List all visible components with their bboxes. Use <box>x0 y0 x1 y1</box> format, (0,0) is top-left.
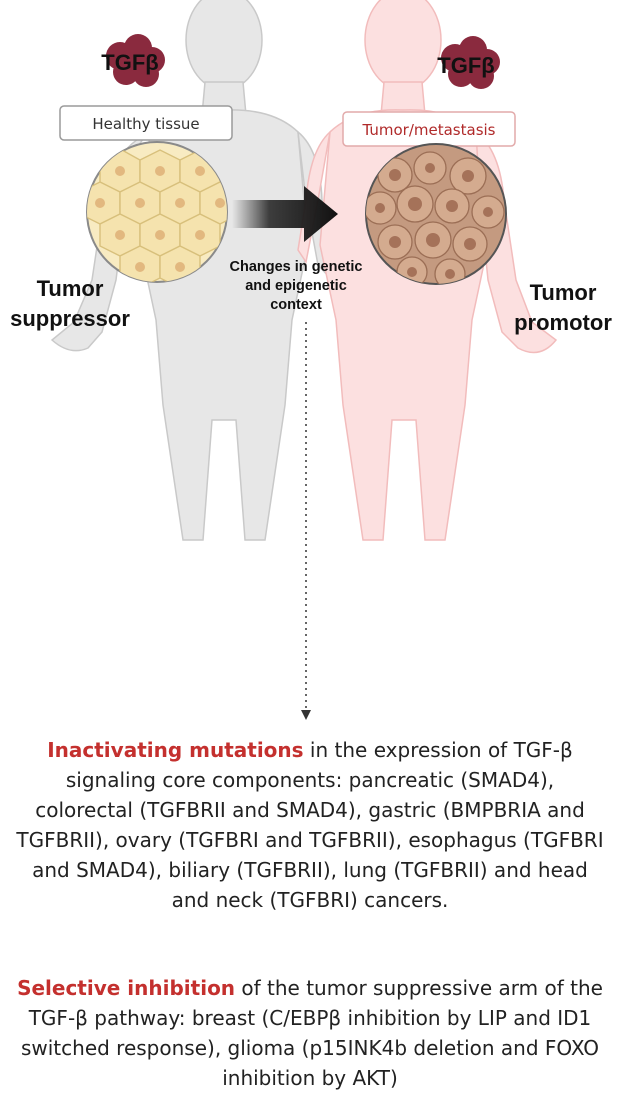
healthy-tissue-label: Healthy tissue <box>92 115 199 133</box>
tumor-metastasis-label: Tumor/metastasis <box>361 121 495 139</box>
inactivating-mutations-highlight: Inactivating mutations <box>47 738 304 762</box>
selective-inhibition-text: of the tumor suppressive arm of the TGF-… <box>20 976 603 1090</box>
tumor-suppressor-line-1: Tumor <box>37 276 104 301</box>
tgfb-label-left: TGFβ <box>101 50 158 75</box>
dotted-connector-arrowhead-icon <box>301 710 311 720</box>
selective-inhibition-paragraph: Selective inhibition of the tumor suppre… <box>14 973 606 1093</box>
transition-arrow-icon <box>232 186 338 242</box>
inactivating-mutations-text: in the expression of TGF-β signaling cor… <box>16 738 604 912</box>
tgfb-molecule-right-icon <box>441 36 500 89</box>
healthy-tissue-cells-icon <box>86 141 228 283</box>
selective-inhibition-highlight: Selective inhibition <box>17 976 236 1000</box>
arrow-caption-line-3: context <box>270 297 322 313</box>
tgfb-label-right: TGFβ <box>437 53 494 78</box>
healthy-tissue-box <box>59 105 233 141</box>
tumor-promotor-line-2: promotor <box>514 310 612 335</box>
arrow-caption-line-2: and epigenetic <box>245 278 347 294</box>
tumor-suppressor-line-2: suppressor <box>10 306 130 331</box>
arrow-caption-line-1: Changes in genetic <box>230 259 363 275</box>
tgfb-molecule-left-icon <box>106 34 165 87</box>
tumor-promotor-line-1: Tumor <box>530 280 597 305</box>
tumor-tissue-cells-icon <box>365 143 507 285</box>
inactivating-mutations-paragraph: Inactivating mutations in the expression… <box>14 735 606 915</box>
